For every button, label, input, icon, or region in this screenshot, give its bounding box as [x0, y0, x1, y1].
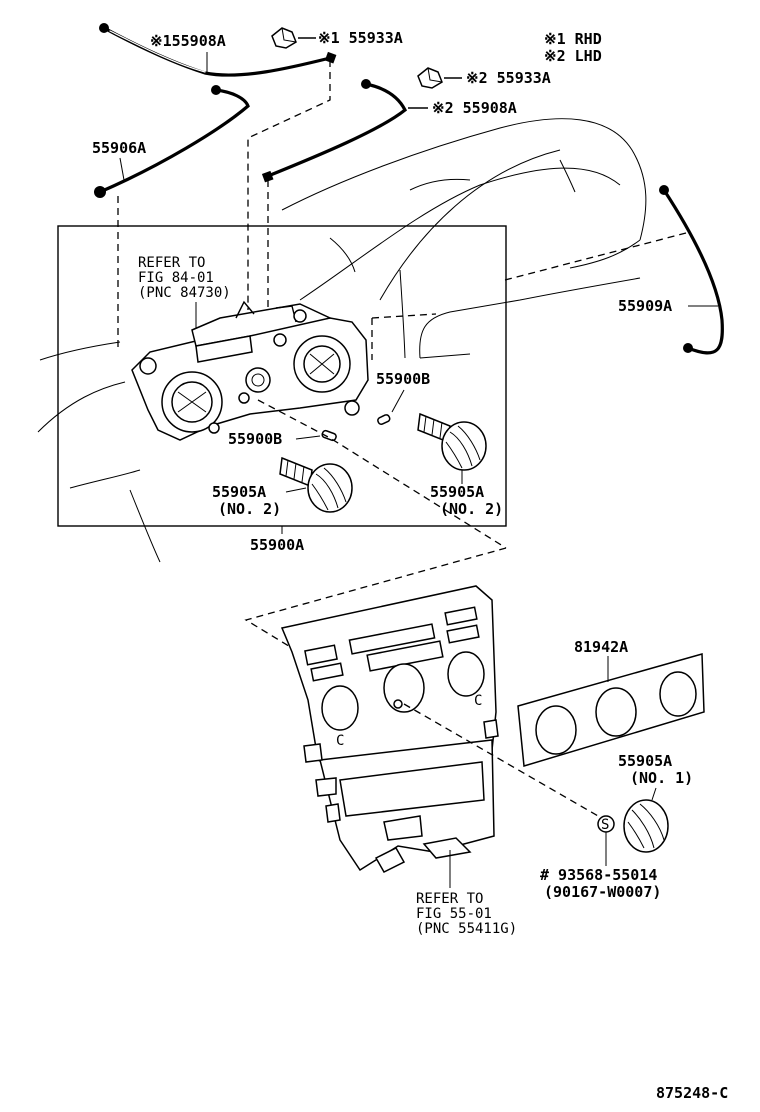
label-plate: 81942A [574, 638, 628, 656]
panel-c-left: C [336, 733, 344, 749]
leader-cable-55906a [119, 157, 125, 181]
label-control-assy: 55900A [250, 536, 304, 554]
refer-upper-line1: REFER TO [138, 255, 205, 271]
label-pin-center: 55900B [228, 430, 282, 448]
clamp-rhd [271, 27, 297, 49]
label-screw-alt: (90167-W0007) [544, 883, 661, 901]
plate-81942a [517, 653, 705, 767]
legend-rhd: ※1 RHD [544, 30, 602, 48]
leader-pin-right [391, 389, 405, 413]
cable-lhd-55908a [261, 79, 408, 183]
label-knob-left-no: (NO. 2) [218, 500, 281, 518]
label-knob-left: 55905A [212, 483, 266, 501]
leader-knob-left [285, 487, 307, 493]
knob-no1 [623, 799, 669, 853]
center-cluster-panel [280, 585, 499, 873]
refer-upper-line3: (PNC 84730) [138, 285, 231, 301]
cable-rhd-55908a [99, 23, 337, 77]
panel-c-right: C [474, 693, 482, 709]
pin-55900b-right [377, 414, 391, 426]
label-cable-55909a: 55909A [618, 297, 672, 315]
label-clamp-lhd: ※2 55933A [466, 69, 551, 87]
refer-lower-line3: (PNC 55411G) [416, 921, 517, 937]
heater-control-body [131, 300, 369, 441]
label-knob-right-no: (NO. 2) [440, 500, 503, 518]
cable-routing-dashes [117, 60, 331, 350]
label-knob-no1-no: (NO. 1) [630, 769, 693, 787]
refer-upper-line2: FIG 84-01 [138, 270, 214, 286]
leader-knob-no1 [651, 787, 657, 801]
screw-mark: S [601, 817, 609, 833]
panel-alignment-dash [244, 547, 507, 649]
label-cable-rhd: ※155908A [150, 32, 226, 50]
clamp-lhd [417, 67, 443, 89]
label-cable-55906a: 55906A [92, 139, 146, 157]
label-pin-right: 55900B [376, 370, 430, 388]
refer-lower-line1: REFER TO [416, 891, 483, 907]
legend-lhd: ※2 LHD [544, 47, 602, 65]
label-clamp-rhd: ※1 55933A [318, 29, 403, 47]
label-knob-right: 55905A [430, 483, 484, 501]
dashboard-outline [37, 118, 691, 563]
label-knob-no1: 55905A [618, 752, 672, 770]
diagram-id: 875248-C [656, 1084, 728, 1102]
pin-55900b-center [321, 429, 337, 442]
screw-alignment-dash [403, 703, 599, 817]
refer-lower-line2: FIG 55-01 [416, 906, 492, 922]
cable-55906a [94, 85, 250, 198]
label-cable-lhd: ※2 55908A [432, 99, 517, 117]
cable-55909a [659, 185, 724, 355]
label-screw-part: # 93568-55014 [540, 866, 657, 884]
leader-pin-center [295, 435, 321, 440]
knob-left-no2 [279, 456, 353, 513]
knob-right-no2 [417, 412, 487, 471]
assembly-alignment-dashes [257, 313, 507, 549]
